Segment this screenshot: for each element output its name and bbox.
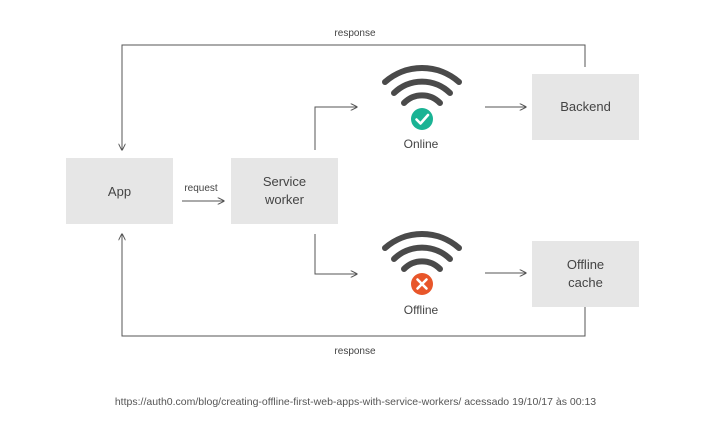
edge-sw-offline: [314, 234, 357, 274]
wifi-x-icon: [382, 231, 462, 295]
node-offline-cache-line1: Offline: [567, 257, 604, 272]
wifi-check-icon: [382, 65, 462, 130]
node-app-label: App: [108, 184, 131, 199]
status-online: Online: [382, 65, 462, 151]
edge-response-bottom: [122, 234, 586, 337]
node-service-worker: Service worker: [231, 158, 338, 224]
edge-response-top: [122, 44, 586, 150]
edges: [122, 44, 586, 337]
status-offline: Offline: [382, 231, 462, 317]
status-offline-label: Offline: [404, 303, 439, 317]
label-response-bottom: response: [334, 346, 376, 357]
node-backend: Backend: [532, 74, 639, 140]
label-response-top: response: [334, 28, 376, 39]
label-request: request: [184, 183, 218, 194]
source-caption: https://auth0.com/blog/creating-offline-…: [114, 396, 597, 408]
node-offline-cache-line2: cache: [568, 275, 603, 290]
node-app: App: [66, 158, 173, 224]
node-offline-cache: Offline cache: [532, 241, 639, 307]
status-online-label: Online: [404, 137, 439, 151]
node-service-worker-line1: Service: [263, 174, 306, 189]
edge-sw-online: [314, 107, 357, 150]
node-backend-label: Backend: [560, 99, 611, 114]
node-service-worker-line2: worker: [264, 192, 305, 207]
